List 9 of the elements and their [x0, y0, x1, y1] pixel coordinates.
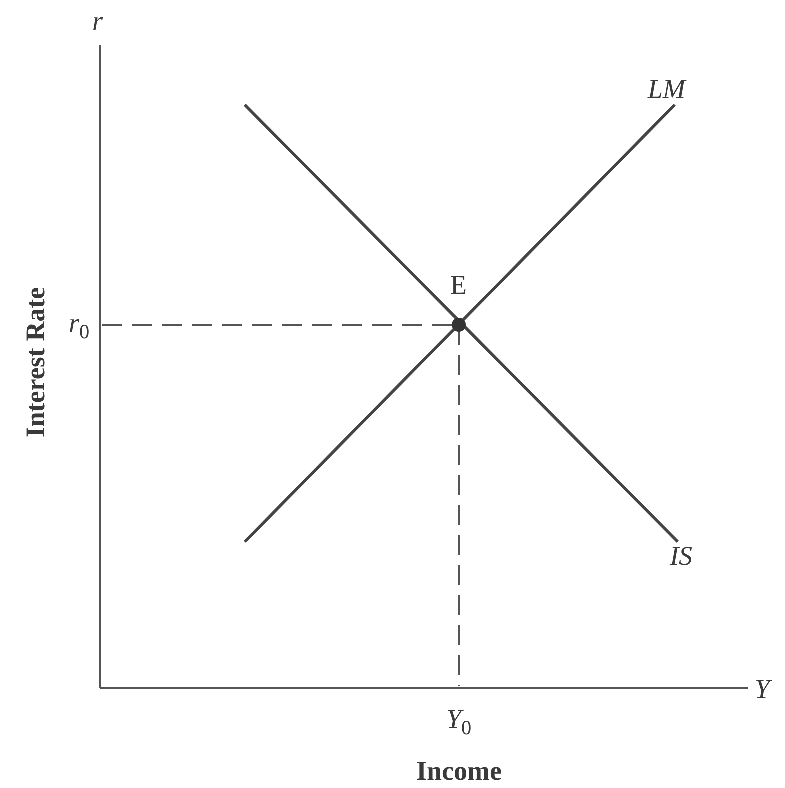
axis-title: Income [416, 758, 502, 785]
tick-label: Y$_{0}$ [446, 706, 472, 739]
axis-label: r [92, 8, 104, 35]
curve-label: LM [648, 76, 686, 103]
axis-title: Interest Rate [22, 286, 50, 438]
axis-label: Y [755, 676, 770, 703]
tick-label: r$_{0}$ [69, 310, 90, 343]
point-label: E [450, 272, 467, 299]
curve-label: IS [670, 543, 692, 570]
